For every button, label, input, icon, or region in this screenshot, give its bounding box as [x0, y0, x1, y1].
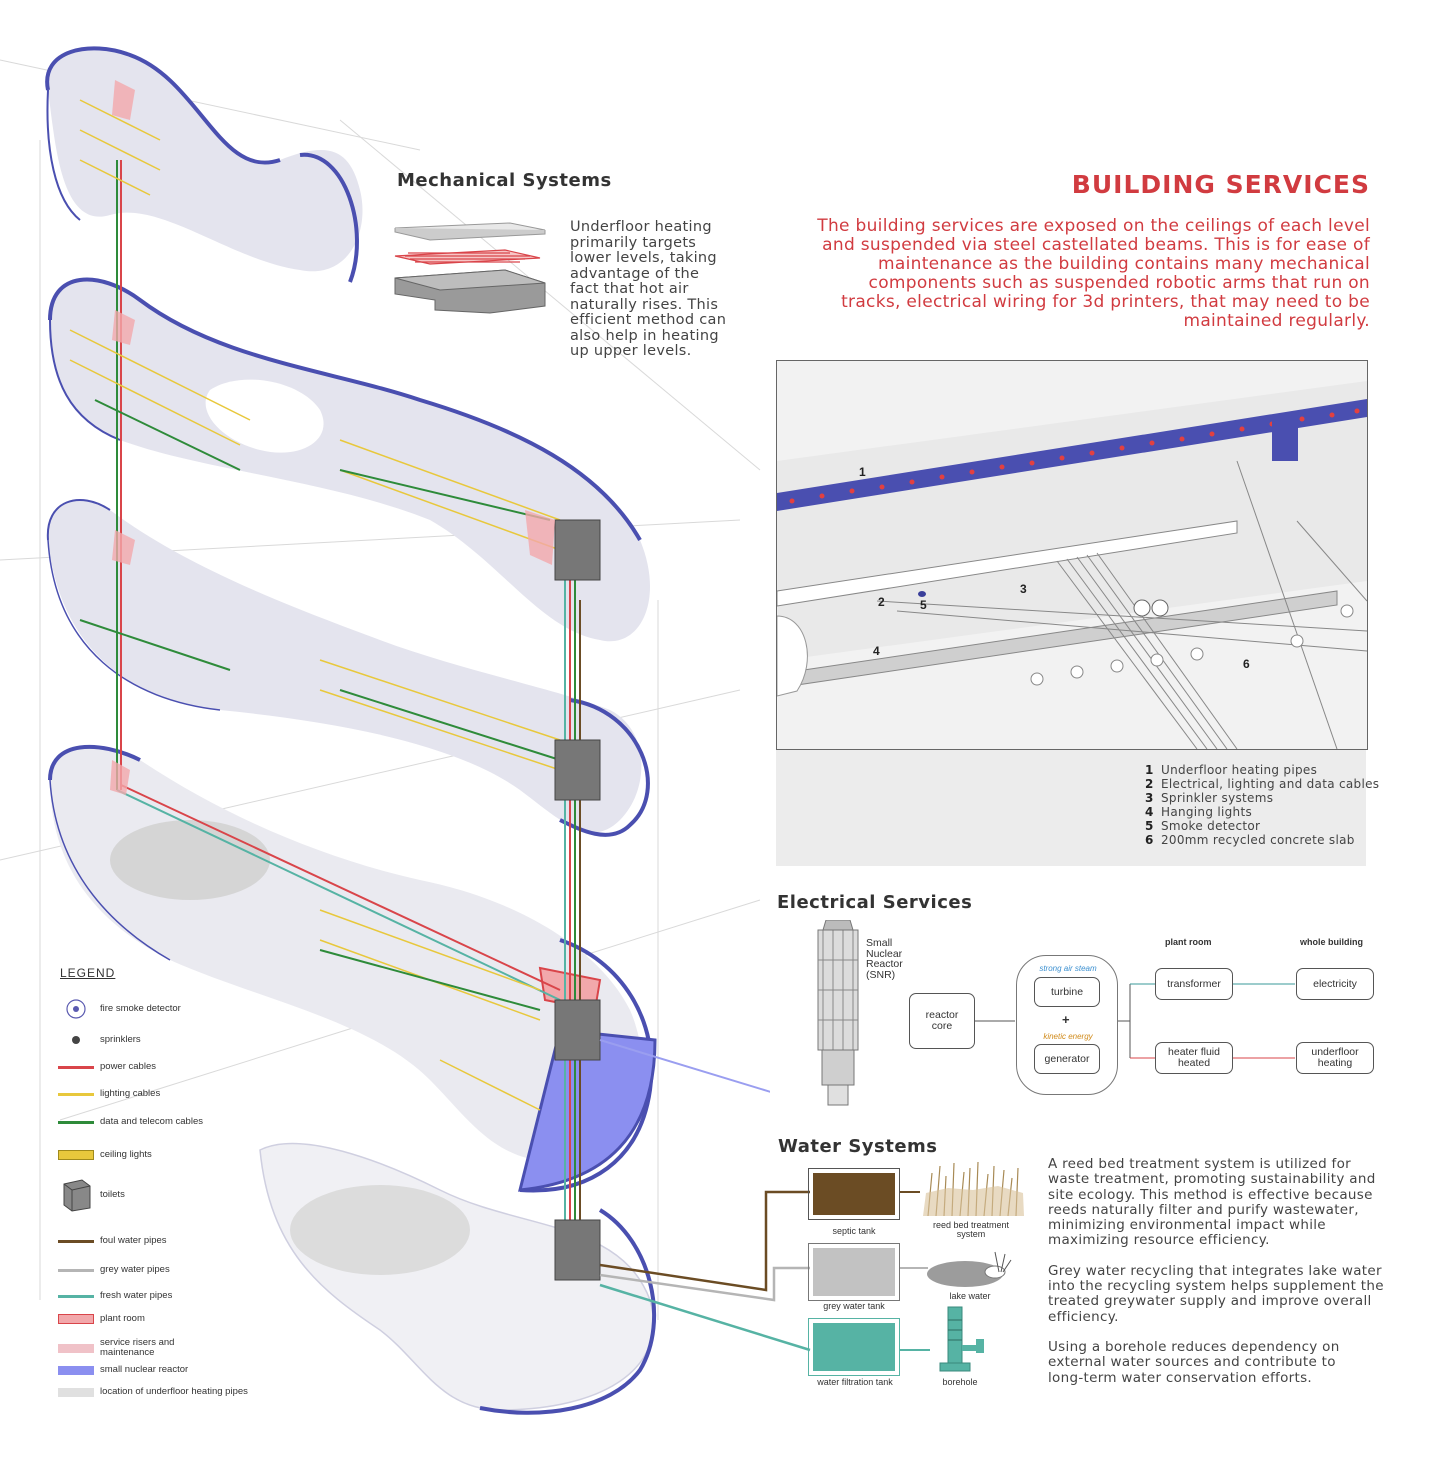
- water-description: A reed bed treatment system is utilized …: [1048, 1156, 1388, 1386]
- underfloor-heating-box: underfloor heating: [1296, 1042, 1374, 1074]
- legend-small-nuclear-reactor: small nuclear reactor: [58, 1365, 220, 1375]
- ceiling-detail-render: [776, 360, 1368, 750]
- page-title: BUILDING SERVICES: [1071, 170, 1370, 199]
- septic-tank: [808, 1168, 900, 1220]
- plus-sign: +: [1062, 1012, 1070, 1027]
- grey-water-paragraph: Grey water recycling that integrates lak…: [1048, 1262, 1384, 1325]
- snr-label: Small Nuclear Reactor (SNR): [866, 937, 903, 981]
- detail-label-6: 6: [1243, 657, 1250, 671]
- detail-label-1: 1: [859, 465, 866, 479]
- septic-tank-label: septic tank: [832, 1226, 876, 1236]
- smoke-detector-icon: [66, 999, 86, 1019]
- strong-air-steam-label: strong air steam: [1039, 964, 1097, 973]
- legend-toilets: toilets: [58, 1178, 220, 1212]
- turbine-generator-group: [1016, 955, 1118, 1095]
- kinetic-energy-label: kinetic energy: [1043, 1032, 1093, 1041]
- detail-label-3: 3: [1020, 582, 1027, 596]
- floor-level-2: [50, 279, 651, 642]
- water-heading: Water Systems: [778, 1136, 938, 1157]
- legend-smoke-detector: fire smoke detector: [58, 998, 220, 1020]
- legend-underfloor-heating: location of underfloor heating pipes: [58, 1387, 300, 1397]
- legend-fresh-water: fresh water pipes: [58, 1291, 220, 1301]
- grey-water-tank-label: grey water tank: [823, 1301, 885, 1311]
- reed-bed-paragraph: A reed bed treatment system is utilized …: [1048, 1156, 1376, 1249]
- intro-text: The building services are exposed on the…: [817, 216, 1370, 331]
- electrical-flow-lines: [975, 983, 1295, 1059]
- heater-fluid-box: heater fluid heated: [1155, 1042, 1233, 1074]
- water-filtration-tank: [808, 1318, 900, 1376]
- electrical-heading: Electrical Services: [777, 892, 973, 913]
- legend-ceiling-lights: ceiling lights: [58, 1150, 220, 1160]
- lake-illustration: [927, 1251, 1012, 1287]
- legend-sprinklers: sprinklers: [58, 1034, 220, 1046]
- transformer-box: transformer: [1155, 968, 1233, 1000]
- turbine-box: turbine: [1034, 977, 1100, 1007]
- nuclear-reactor-illustration: [817, 920, 859, 1106]
- reed-bed-illustration: [923, 1161, 1024, 1216]
- detail-label-5: 5: [920, 598, 927, 612]
- axonometric-drawing: [0, 46, 770, 1415]
- mechanical-description: Underfloor heating primarily targets low…: [570, 219, 727, 359]
- lake-water-label: lake water: [949, 1291, 991, 1301]
- legend-plant-room: plant room: [58, 1314, 220, 1324]
- water-filtration-tank-label: water filtration tank: [817, 1377, 893, 1387]
- borehole-paragraph: Using a borehole reduces dependency on e…: [1048, 1338, 1340, 1386]
- detail-label-2: 2: [878, 595, 885, 609]
- borehole-label: borehole: [942, 1377, 978, 1387]
- water-pipe-lines: [599, 1190, 930, 1352]
- sprinkler-icon: [72, 1036, 80, 1044]
- legend-lighting-cables: lighting cables: [58, 1089, 220, 1099]
- borehole-illustration: [939, 1306, 984, 1372]
- plant-room-column-label: plant room: [1165, 937, 1212, 947]
- legend-title: LEGEND: [60, 966, 116, 980]
- detail-label-4: 4: [873, 644, 880, 658]
- electricity-box: electricity: [1296, 968, 1374, 1000]
- legend-foul-water: foul water pipes: [58, 1236, 220, 1246]
- legend-data-cables: data and telecom cables: [58, 1117, 220, 1127]
- mechanical-heading: Mechanical Systems: [397, 170, 612, 191]
- grey-water-tank: [808, 1243, 900, 1301]
- ceiling-detail-shadow: [776, 730, 1366, 866]
- generator-box: generator: [1034, 1044, 1100, 1074]
- floor-level-1: [47, 48, 363, 272]
- underfloor-layers-illustration: [394, 222, 546, 314]
- floor-level-3: [47, 500, 642, 833]
- toilet-block-icon: [63, 1179, 91, 1212]
- whole-building-column-label: whole building: [1300, 937, 1363, 947]
- legend-service-risers: service risers and maintenance: [58, 1338, 220, 1358]
- legend-power-cables: power cables: [58, 1062, 220, 1072]
- reactor-core-box: reactor core: [909, 993, 975, 1049]
- reed-bed-label: reed bed treatment system: [932, 1220, 1010, 1239]
- legend-grey-water: grey water pipes: [58, 1265, 220, 1275]
